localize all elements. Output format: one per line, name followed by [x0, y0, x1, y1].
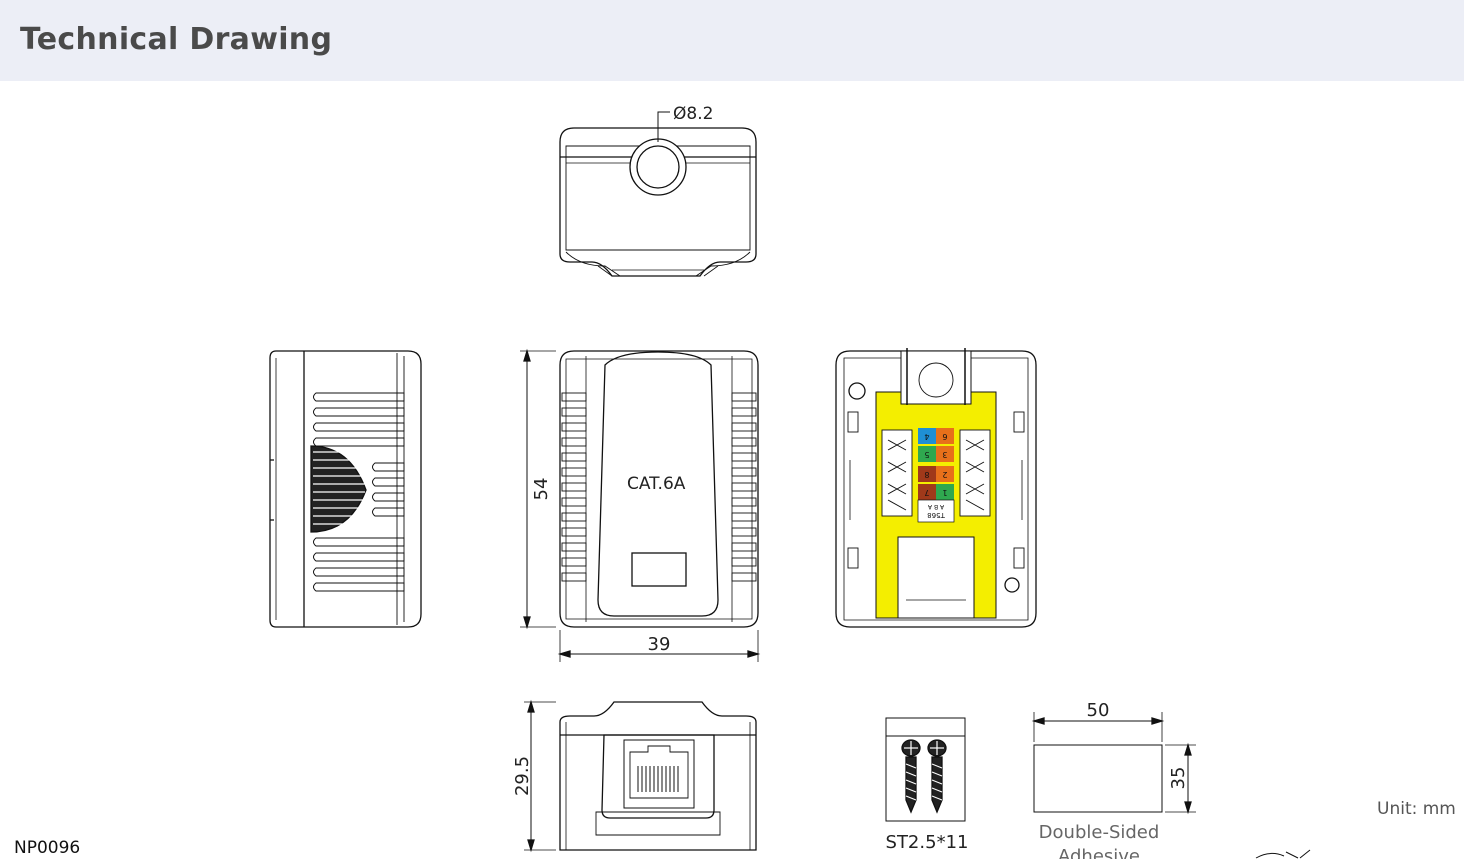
- pin-label: 4: [924, 432, 929, 441]
- pin-label: 3: [942, 450, 947, 459]
- front-model-label: CAT.6A: [627, 474, 686, 494]
- pin-label: 2: [942, 470, 947, 479]
- top-view: [559, 111, 757, 277]
- cable-hole-diameter-label: Ø8.2: [673, 104, 713, 124]
- unit-label: Unit: mm: [1377, 799, 1456, 819]
- adhesive-label-line1: Double-Sided: [1039, 822, 1160, 843]
- model-code: NP0096: [14, 838, 81, 858]
- adhesive-width-label: 50: [1087, 700, 1110, 721]
- front-view: [520, 348, 761, 662]
- section-header: Technical Drawing: [0, 0, 1464, 81]
- cropped-mark: [1255, 849, 1311, 859]
- pin-label: 8: [924, 470, 929, 479]
- wiring-standard-label: T568: [927, 511, 946, 519]
- pin-label: 1: [942, 488, 947, 497]
- adhesive-height-label: 35: [1168, 767, 1189, 790]
- adhesive-illustration: [1031, 712, 1196, 815]
- dimension-height-label: 54: [531, 478, 552, 501]
- pin-label: 6: [942, 432, 947, 441]
- bottom-view: [524, 699, 757, 853]
- section-title: Technical Drawing: [20, 22, 333, 57]
- wiring-ab-label: A B A: [927, 503, 944, 510]
- screws-illustration: [885, 717, 966, 822]
- screw-spec-label: ST2.5*11: [886, 832, 969, 853]
- dimension-width-label: 39: [648, 634, 671, 655]
- dimension-depth-label: 29.5: [512, 756, 533, 796]
- pin-label: 7: [924, 488, 929, 497]
- adhesive-label-line2: Adhesive: [1058, 846, 1140, 859]
- internal-view: [835, 348, 1037, 628]
- side-view: [269, 350, 422, 628]
- pin-label: 5: [924, 450, 929, 459]
